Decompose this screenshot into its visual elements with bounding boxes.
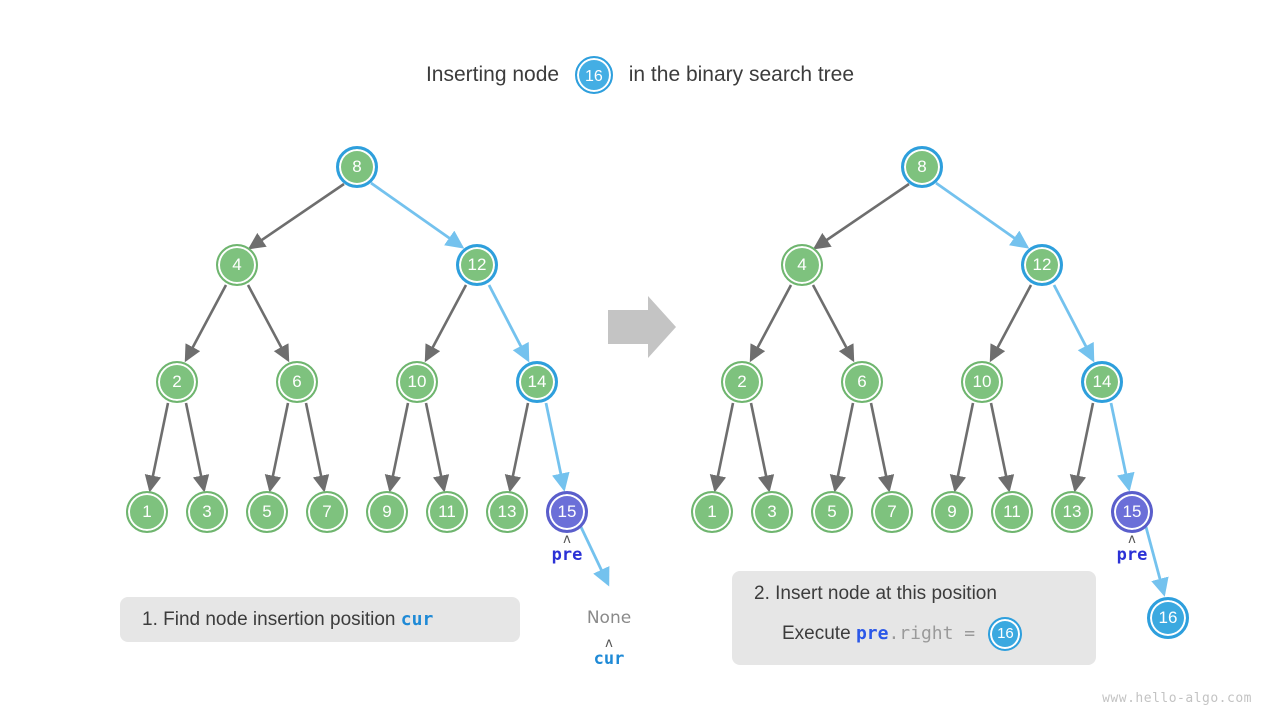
watermark: www.hello-algo.com <box>1102 691 1252 706</box>
tree-node-13: 13 <box>486 491 528 533</box>
caption-2-code: .right = <box>888 623 976 645</box>
gray-edges-right <box>709 182 1095 493</box>
title-prefix: Inserting node <box>425 63 560 86</box>
pointer-text: pre <box>551 545 583 565</box>
tree-node-4: 4 <box>781 244 823 286</box>
pointer-text: pre <box>1116 545 1148 565</box>
page-title: Inserting node 16 in the binary search t… <box>0 56 1280 94</box>
tree-node-9: 9 <box>366 491 408 533</box>
tree-node-5: 5 <box>811 491 853 533</box>
tree-node-4: 4 <box>216 244 258 286</box>
tree-node-11: 11 <box>426 491 468 533</box>
pointer-caret-icon: ʌ <box>563 532 571 547</box>
tree-node-2: 2 <box>156 361 198 403</box>
caption-1-text: 1. Find node insertion position <box>142 609 396 630</box>
tree-node-3: 3 <box>186 491 228 533</box>
title-node-badge: 16 <box>574 56 613 94</box>
caption-step-1: 1. Find node insertion position cur <box>120 597 520 642</box>
tree-node-15: 15 <box>546 491 588 533</box>
transition-arrow-icon <box>608 296 676 358</box>
tree-node-14: 14 <box>1081 361 1123 403</box>
tree-node-6: 6 <box>841 361 883 403</box>
caption-2-node-badge: 16 <box>988 617 1023 651</box>
tree-node-1: 1 <box>691 491 733 533</box>
tree-node-9: 9 <box>931 491 973 533</box>
caption-1-keyword-cur: cur <box>400 609 434 630</box>
pointer-text: cur <box>593 649 625 669</box>
tree-node-11: 11 <box>991 491 1033 533</box>
caption-2-line2: Execute pre.right = 16 <box>754 617 1074 651</box>
caption-2-keyword-pre: pre <box>855 623 889 645</box>
tree-node-10: 10 <box>396 361 438 403</box>
pointer-caret-icon: ʌ <box>605 636 613 651</box>
caption-step-2: 2. Insert node at this position Execute … <box>732 571 1096 665</box>
tree-node-3: 3 <box>751 491 793 533</box>
tree-node-8: 8 <box>901 146 943 188</box>
pointer-caret-icon: ʌ <box>1128 532 1136 547</box>
tree-node-5: 5 <box>246 491 288 533</box>
caption-2-line1: 2. Insert node at this position <box>754 583 997 604</box>
none-label: None <box>586 608 632 628</box>
tree-node-7: 7 <box>871 491 913 533</box>
tree-node-15: 15 <box>1111 491 1153 533</box>
tree-node-1: 1 <box>126 491 168 533</box>
tree-node-6: 6 <box>276 361 318 403</box>
tree-node-13: 13 <box>1051 491 1093 533</box>
gray-edges-left <box>144 182 530 493</box>
tree-node-12: 12 <box>456 244 498 286</box>
tree-node-14: 14 <box>516 361 558 403</box>
caption-2-execute-label: Execute <box>782 623 851 645</box>
tree-node-7: 7 <box>306 491 348 533</box>
tree-node-16: 16 <box>1147 597 1189 639</box>
tree-node-2: 2 <box>721 361 763 403</box>
title-suffix: in the binary search tree <box>628 63 855 86</box>
tree-node-8: 8 <box>336 146 378 188</box>
tree-node-10: 10 <box>961 361 1003 403</box>
tree-node-12: 12 <box>1021 244 1063 286</box>
